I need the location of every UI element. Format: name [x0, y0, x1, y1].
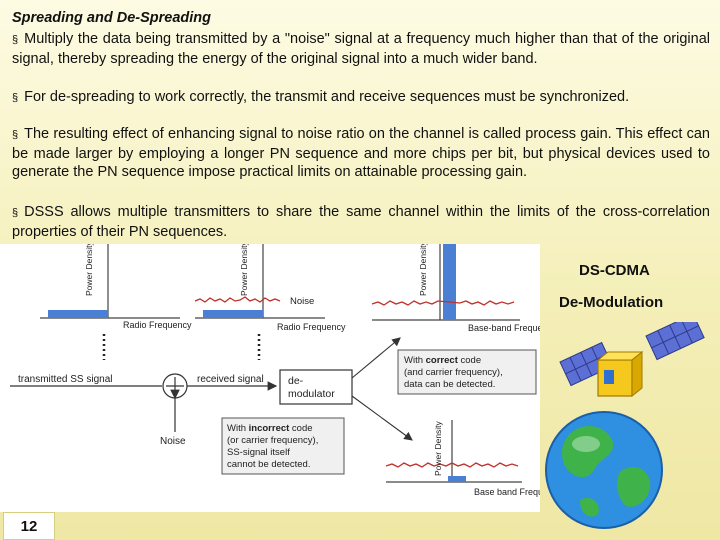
ds-cdma-label: DS-CDMA — [579, 262, 650, 279]
bullet-1-text: Multiply the data being transmitted by a… — [12, 31, 710, 67]
ic-base-band-label: Base band Frequency — [474, 487, 540, 497]
ic-signal-band — [448, 476, 466, 482]
slide-number: 12 — [3, 512, 55, 540]
globe-icon — [545, 411, 663, 529]
correct-code-box — [397, 349, 537, 395]
noise-label: Noise — [290, 296, 314, 307]
incorrect-code-callout: With incorrect code (or carrier frequenc… — [221, 417, 345, 475]
bullet-4-text: DSSS allows multiple transmitters to sha… — [12, 204, 710, 240]
cc-despread-peak — [443, 244, 456, 320]
incorrect-code-box — [221, 417, 345, 475]
correct-code-plot: Power Density Base-band Frequency — [371, 240, 557, 333]
diagram-svg: Power Density Radio Frequency Power Dens… — [10, 240, 563, 497]
rx-spectrum-plot: Power Density Noise Radio Frequency — [194, 240, 346, 332]
correct-code-text: With correct code (and carrier frequency… — [404, 355, 505, 390]
cc-base-band-label: Base-band Frequency — [468, 323, 540, 333]
slide-title: Spreading and De-Spreading — [12, 10, 211, 26]
demodulator-box — [279, 369, 353, 405]
tx-spectrum-plot: Power Density Radio Frequency — [40, 240, 192, 330]
correct-code-callout: With correct code (and carrier frequency… — [397, 349, 537, 395]
transmitted-signal-label: transmitted SS signal — [18, 374, 113, 385]
bullet-2: § For de-spreading to work correctly, the… — [12, 88, 710, 108]
demodulator-label-1: de- — [288, 375, 304, 387]
rx-power-density-label: Power Density — [239, 244, 249, 296]
incorrect-code-text: With incorrect code (or carrier frequenc… — [227, 423, 321, 470]
ic-noise-line — [385, 462, 519, 468]
incorrect-code-plot: Power Density Base band Frequency — [385, 420, 563, 497]
bullet-marker: § — [12, 207, 19, 219]
bullet-2-text: For de-spreading to work correctly, the … — [24, 89, 630, 105]
ic-power-density-label: Power Density — [433, 420, 443, 476]
satellite-globe-illustration — [545, 322, 705, 529]
bullet-4: §DSSS allows multiple transmitters to sh… — [12, 203, 710, 241]
spreading-diagram: Power Density Radio Frequency Power Dens… — [0, 240, 563, 512]
bullet-3: §The resulting effect of enhancing signa… — [12, 125, 710, 182]
rx-noise-line — [194, 296, 281, 303]
signal-flow: transmitted SS signal Noise received sig… — [10, 337, 413, 447]
correct-branch-arrow — [351, 337, 401, 379]
tx-spread-band — [48, 310, 108, 318]
received-signal-label: received signal — [197, 374, 264, 385]
tx-radio-frequency-text: Radio Frequency — [123, 320, 192, 330]
incorrect-branch-arrow — [351, 395, 413, 441]
demodulation-label: De-Modulation — [559, 294, 664, 311]
bullet-marker: § — [12, 129, 19, 141]
tx-power-density-label: Power Density — [84, 244, 94, 296]
cc-noise-line — [371, 300, 515, 306]
bullet-marker: § — [12, 34, 19, 46]
demodulator-label-2: modulator — [288, 388, 335, 400]
satellite-icon — [559, 322, 705, 398]
rx-radio-frequency-label: Radio Frequency — [277, 322, 346, 332]
rx-spread-band — [203, 310, 263, 318]
cc-power-density-label: Power Density — [418, 244, 428, 296]
tx-radio-frequency-label: Radio Frequency — [123, 320, 192, 330]
bullet-1: §Multiply the data being transmitted by … — [12, 30, 710, 68]
bullet-marker: § — [12, 92, 19, 104]
bullet-3-text: The resulting effect of enhancing signal… — [12, 126, 710, 180]
noise-source-label: Noise — [160, 436, 186, 447]
